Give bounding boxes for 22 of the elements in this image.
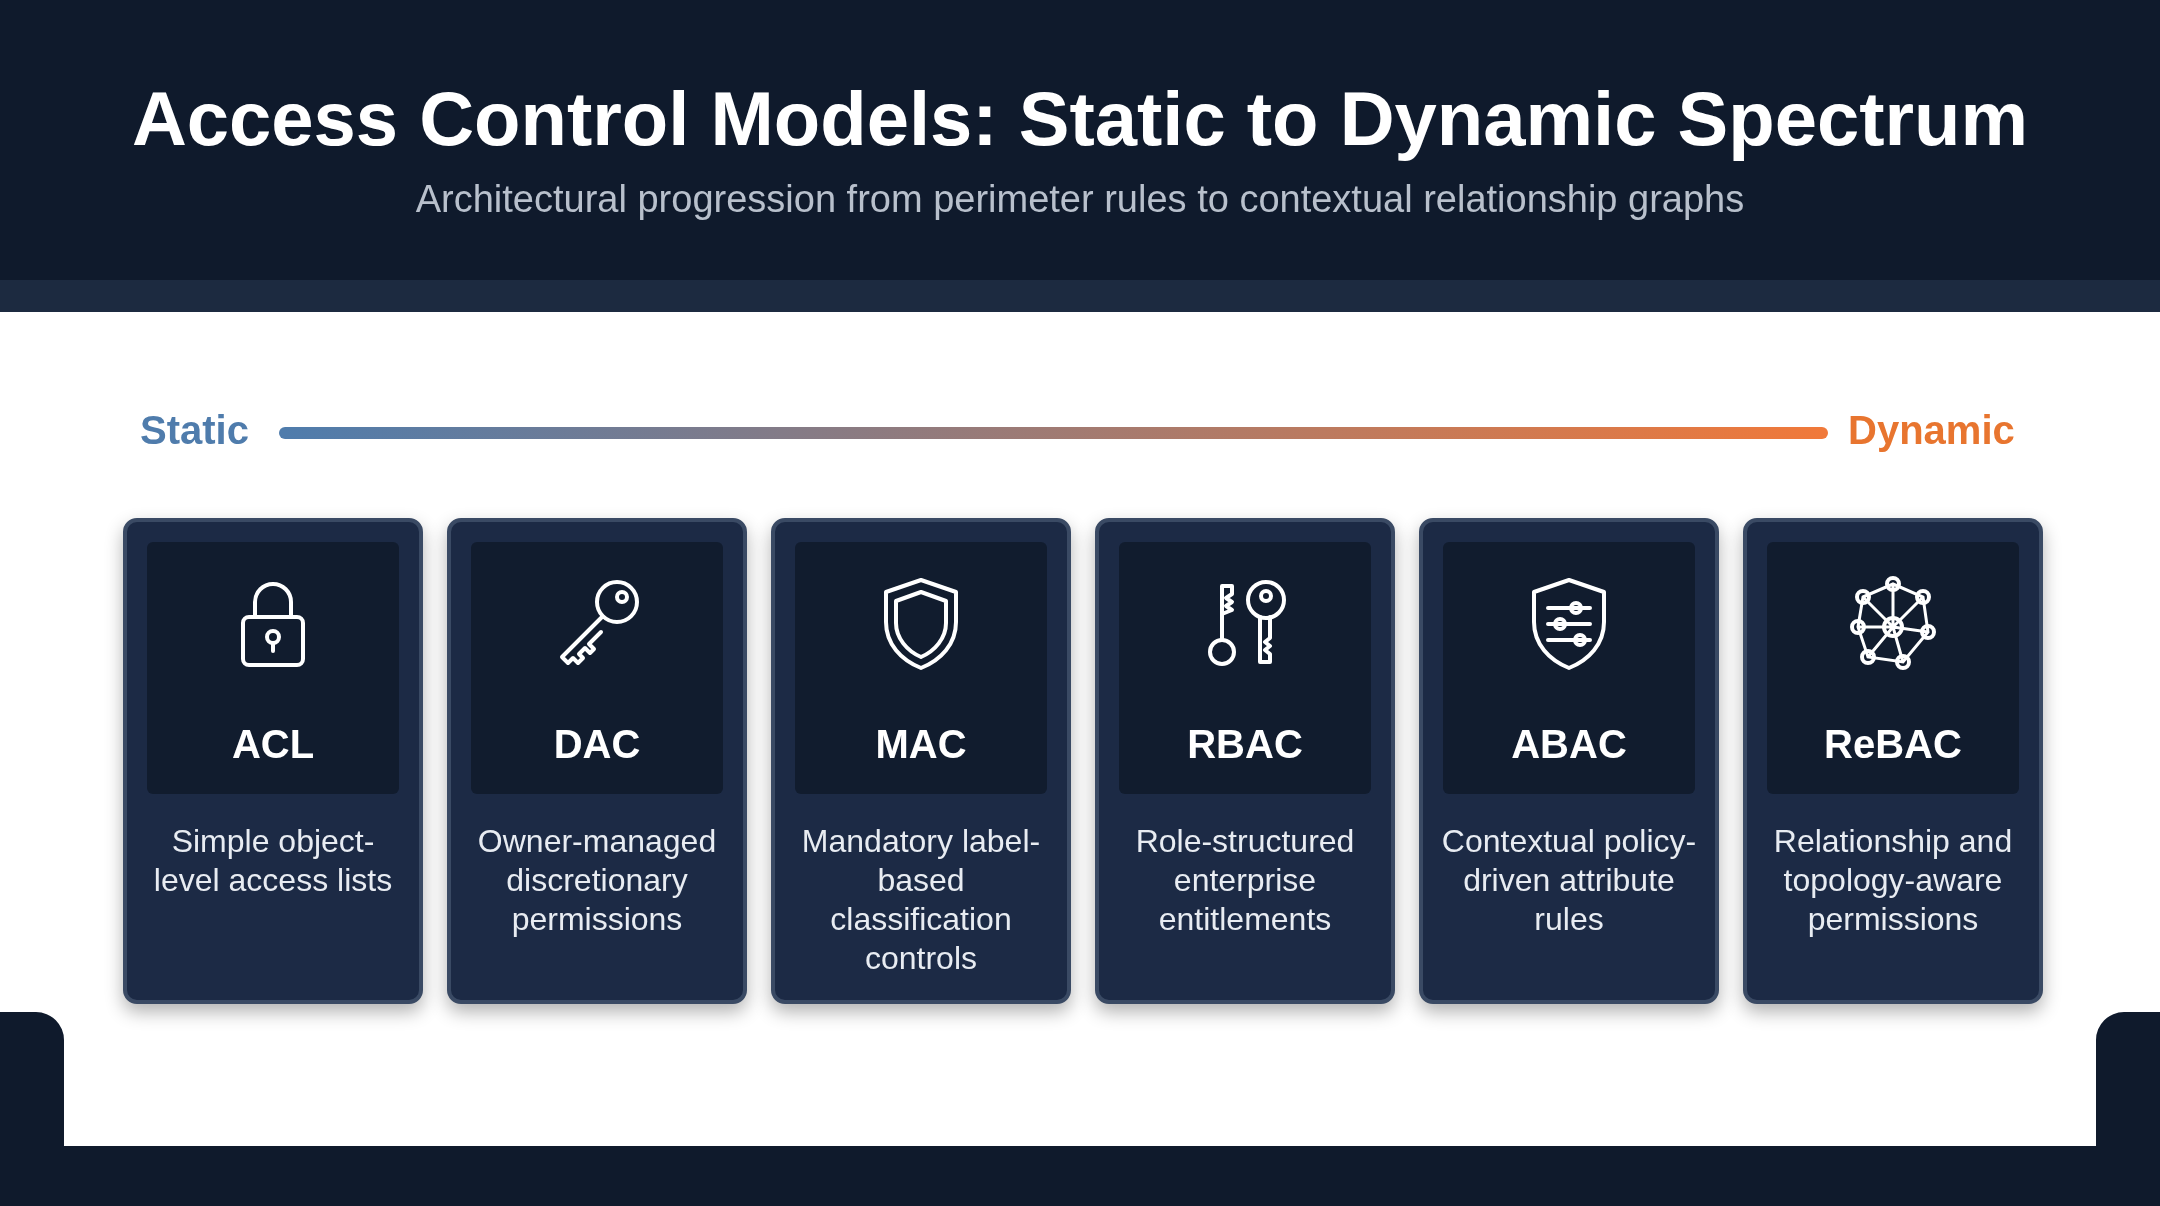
model-description: Role-structured enterprise entitlements: [1134, 822, 1356, 939]
model-card: [1743, 518, 2043, 1004]
model-description: Contextual policy-driven attribute rules: [1440, 822, 1698, 939]
model-name: MAC: [874, 722, 968, 767]
model-card: [123, 518, 423, 1004]
model-description: Owner-managed discretionary permissions: [476, 822, 718, 939]
spectrum-label: Static: [140, 408, 249, 453]
model-name: DAC: [552, 722, 642, 767]
model-card: [771, 518, 1071, 1004]
model-card: [1419, 518, 1719, 1004]
model-name: RBAC: [1186, 722, 1304, 767]
model-description: Relationship and topology-aware permissions: [1772, 822, 2014, 939]
model-description: Simple object-level access lists: [152, 822, 394, 900]
model-name: ACL: [230, 722, 316, 767]
model-card: [1095, 518, 1395, 1004]
title: Access Control Models: Static to Dynamic Spectrum: [130, 75, 2030, 162]
spectrum-label: Dynamic: [1848, 408, 2015, 453]
model-name: ReBAC: [1823, 722, 1963, 767]
model-card: [447, 518, 747, 1004]
model-name: ABAC: [1510, 722, 1628, 767]
model-description: Mandatory label-based classification controls: [800, 822, 1042, 978]
subtitle: Architectural progression from perimeter rules to contextual relationship graphs: [414, 178, 1746, 221]
